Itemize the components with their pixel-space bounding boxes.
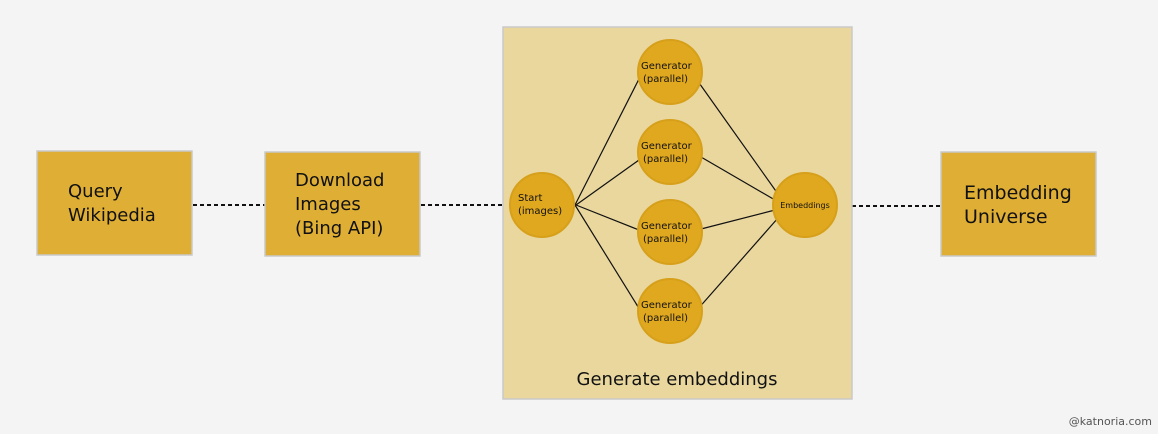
download-label-line2: Images: [295, 194, 361, 215]
credit-text: @katnoria.com: [1068, 415, 1152, 428]
edge-start-gen1: [574, 76, 641, 206]
generator-label-line2: (parallel): [643, 74, 688, 85]
generator-label-line2: (parallel): [643, 313, 688, 324]
edge-gen4-emb: [696, 217, 779, 311]
embeddings-label: Embeddings: [780, 201, 830, 210]
start-label-line2: (images): [518, 206, 562, 217]
edge-gen2-emb: [700, 156, 776, 201]
download-label-line1: Download: [295, 170, 384, 191]
embeddings-node: Embeddings: [772, 172, 838, 238]
generator-node: Generator (parallel): [637, 119, 703, 185]
generator-label-line2: (parallel): [643, 154, 688, 165]
generator-label-line2: (parallel): [643, 234, 688, 245]
download-label-line3: (Bing API): [295, 218, 383, 239]
query-wikipedia-box: Query Wikipedia: [36, 150, 193, 256]
universe-label-line1: Embedding: [964, 182, 1072, 204]
universe-label-line2: Universe: [964, 206, 1048, 228]
generator-node: Generator (parallel): [637, 39, 703, 105]
query-label-line1: Query: [68, 181, 123, 202]
generator-label-line1: Generator: [641, 300, 693, 311]
embedding-universe-box: Embedding Universe: [940, 151, 1097, 257]
generator-node: Generator (parallel): [637, 278, 703, 344]
generate-embeddings-panel: Start (images) Generator (parallel) Gene…: [502, 26, 853, 400]
generate-embeddings-label: Generate embeddings: [577, 369, 778, 390]
generator-label-line1: Generator: [641, 221, 693, 232]
edge-start-gen2: [575, 159, 640, 206]
edge-gen1-emb: [696, 79, 779, 195]
generator-node: Generator (parallel): [637, 199, 703, 265]
start-node: Start (images): [509, 172, 575, 238]
query-label-line2: Wikipedia: [68, 205, 156, 226]
generator-label-line1: Generator: [641, 61, 693, 72]
generator-label-line1: Generator: [641, 141, 693, 152]
edge-gen3-emb: [700, 209, 776, 230]
download-images-box: Download Images (Bing API): [264, 151, 421, 257]
edge-start-gen4: [574, 204, 641, 311]
edge-start-gen3: [575, 204, 640, 231]
start-label-line1: Start: [518, 193, 543, 204]
